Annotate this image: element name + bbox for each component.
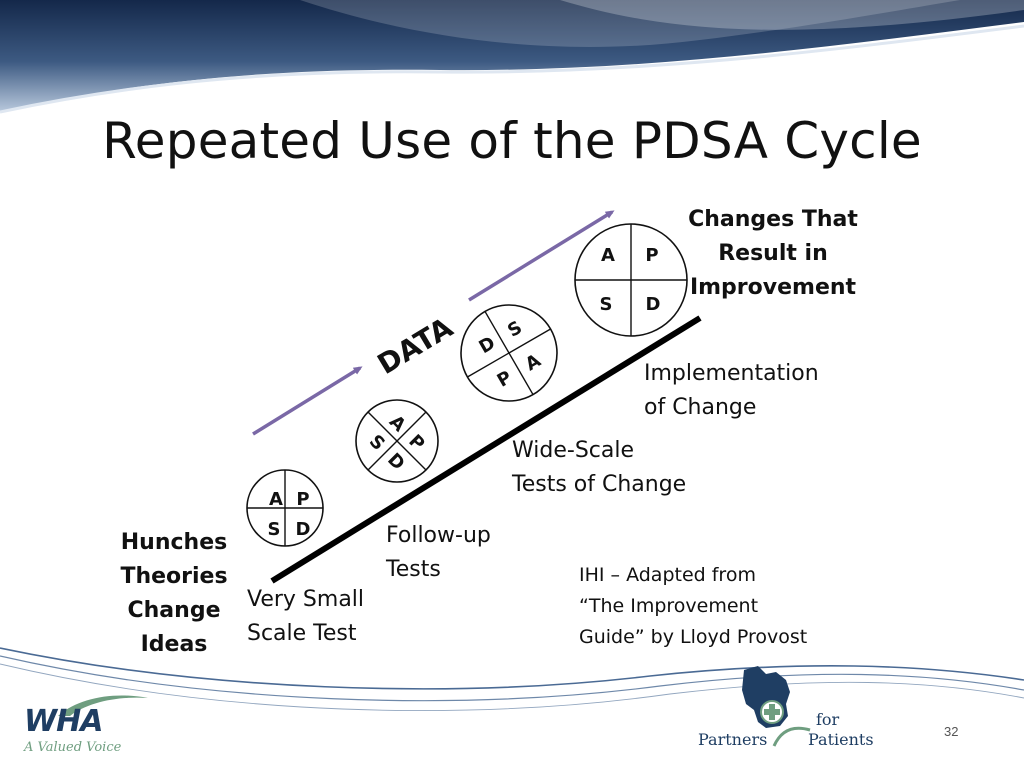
end-label-line: Improvement — [689, 275, 857, 300]
partners-for-patients-logo: Partners for Patients — [696, 662, 896, 758]
end-label-line: Changes That — [688, 207, 858, 232]
start-label-line: Hunches — [120, 530, 228, 555]
quadrant-act: A — [601, 245, 615, 266]
data-label: DATA — [372, 311, 459, 381]
stage-label-small-test: Very Small Scale Test — [247, 583, 364, 651]
start-label-line: Change — [127, 598, 221, 623]
data-arrow-lower — [252, 366, 363, 436]
stage-label-line: Wide-Scale — [512, 438, 635, 463]
slide-title: Repeated Use of the PDSA Cycle — [102, 112, 922, 170]
pdsa-cycle-follow-up: A P S D — [355, 399, 439, 483]
page-number: 32 — [944, 724, 959, 739]
citation-line: Guide” by Lloyd Provost — [579, 626, 808, 648]
quadrant-study: S — [268, 519, 281, 540]
start-label: Hunches Theories Change Ideas — [112, 526, 236, 662]
partners-swoosh-icon — [772, 726, 811, 747]
patients-text: Patients — [808, 730, 874, 749]
end-label: Changes That Result in Improvement — [685, 203, 861, 305]
source-citation: IHI – Adapted from “The Improvement Guid… — [579, 560, 807, 653]
stage-label-line: Tests of Change — [512, 472, 687, 497]
stage-label-line: of Change — [644, 395, 757, 420]
quadrant-plan: P — [645, 245, 658, 266]
start-label-line: Theories — [120, 564, 228, 589]
stage-label-line: Implementation — [644, 361, 819, 386]
partners-text: Partners — [698, 730, 768, 749]
start-label-line: Ideas — [140, 632, 208, 657]
wha-logo: WHA A Valued Voice — [18, 690, 153, 760]
end-label-line: Result in — [718, 241, 828, 266]
quadrant-study: S — [600, 294, 613, 315]
stage-label-line: Scale Test — [247, 621, 357, 646]
data-arrow-upper — [468, 210, 615, 302]
stage-label-wide-scale: Wide-Scale Tests of Change — [512, 434, 686, 502]
wisconsin-map-icon — [742, 666, 790, 728]
quadrant-plan: P — [296, 489, 309, 510]
stage-label-line: Follow-up — [386, 523, 491, 548]
citation-line: IHI – Adapted from — [579, 564, 756, 586]
stage-label-line: Very Small — [247, 587, 365, 612]
quadrant-do: D — [296, 519, 311, 540]
citation-line: “The Improvement — [579, 595, 759, 617]
pdsa-cycle-implementation: A P S D — [574, 223, 688, 337]
bottom-waves — [0, 647, 1024, 711]
quadrant-do: D — [646, 294, 661, 315]
wha-tagline: A Valued Voice — [24, 740, 122, 755]
stage-label-line: Tests — [386, 557, 441, 582]
pdsa-cycle-small-test: A P S D — [246, 469, 324, 547]
improvement-ramp-line — [270, 315, 702, 584]
top-banner — [0, 0, 1024, 114]
for-text: for — [816, 710, 840, 729]
wha-logo-text: WHA — [24, 704, 103, 739]
stage-label-implementation: Implementation of Change — [644, 357, 819, 425]
quadrant-act: A — [269, 489, 283, 510]
wha-swoosh-icon — [58, 695, 148, 716]
pdsa-cycle-wide-scale: D S P A — [460, 304, 558, 402]
stage-label-follow-up: Follow-up Tests — [386, 519, 491, 587]
